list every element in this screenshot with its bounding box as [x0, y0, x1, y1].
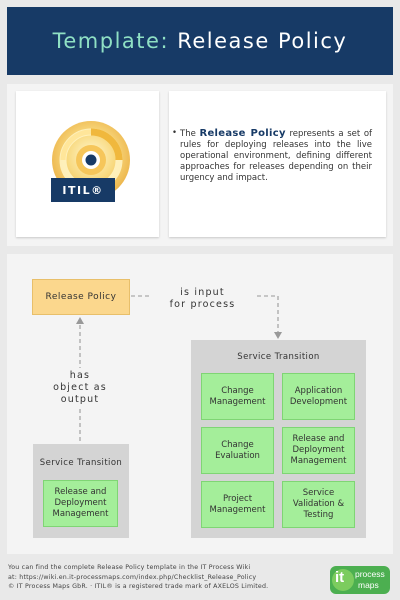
output-label-line-1: has [69, 370, 91, 381]
left-process-line-3: Management [52, 509, 109, 519]
page-header: Template: Release Policy [7, 7, 393, 75]
output-label-line-3: output [60, 394, 100, 405]
footer-line-1: You can find the complete Release Policy… [8, 564, 251, 571]
left-process-line-2: Deployment [54, 498, 107, 508]
description-bullet: • [172, 128, 178, 138]
process-label-line: Deployment [292, 445, 345, 455]
left-process-line-1: Release and [54, 487, 107, 497]
output-label-line-2: object as [53, 382, 107, 393]
page-title: Template: Release Policy [53, 29, 348, 53]
process-label-line: Release and [292, 434, 345, 444]
input-edge-label: is input for process [150, 287, 255, 311]
description-card [169, 91, 386, 237]
process-label-line: Validation & [292, 499, 345, 509]
process-label-line: Management [290, 456, 347, 466]
left-process-release-deployment[interactable]: Release and Deployment Management [43, 480, 118, 527]
brand-logo-icon [330, 566, 390, 594]
process-label-line: Project [222, 493, 253, 504]
footer-line-2[interactable]: at: https://wiki.en.it-processmaps.com/i… [8, 573, 257, 581]
input-label-line-2: for process [169, 299, 236, 310]
process-label-line: Change [221, 385, 254, 396]
release-policy-node[interactable]: Release Policy [32, 279, 130, 315]
title-prefix: Template: [52, 29, 170, 53]
description-intro: The [180, 129, 196, 139]
process-release-deployment[interactable]: Release and Deployment Management [282, 427, 355, 474]
description-highlight: Release Policy [199, 128, 286, 139]
process-service-validation-testing[interactable]: Service Validation & Testing [282, 481, 355, 528]
brand-word-2: maps [358, 580, 379, 590]
itil-badge: ITIL® [51, 178, 115, 202]
process-label-line: Testing [303, 510, 334, 520]
process-label-line: Evaluation [215, 450, 260, 461]
process-change-evaluation[interactable]: Change Evaluation [201, 427, 274, 474]
description-rest: represents a set of rules for deploying … [180, 129, 373, 183]
process-label-line: Management [209, 396, 266, 407]
output-edge-label: has object as output [40, 368, 120, 408]
brand-word-1: process [355, 569, 385, 579]
input-label-line-1: is input [180, 287, 225, 298]
itil-logo-card: ITIL® [16, 91, 159, 237]
brand-it: it [335, 569, 345, 586]
footer-line-3: © IT Process Maps GbR. · ITIL® is a regi… [8, 583, 269, 590]
process-label-line: Service [302, 488, 335, 498]
process-change-management[interactable]: Change Management [201, 373, 274, 420]
process-application-development[interactable]: Application Development [282, 373, 355, 420]
footer-text: You can find the complete Release Policy… [8, 563, 338, 592]
process-label-line: Management [209, 504, 266, 515]
description-text: • The Release Policy represents a set of… [172, 128, 373, 184]
process-label-line: Change [221, 439, 254, 450]
right-group-title: Service Transition [237, 352, 320, 362]
title-main: Release Policy [177, 29, 348, 53]
process-project-management[interactable]: Project Management [201, 481, 274, 528]
process-label-line: Application [294, 385, 343, 396]
process-label-line: Development [289, 396, 348, 407]
it-process-maps-logo[interactable]: it process maps [330, 566, 390, 594]
left-group-title: Service Transition [39, 458, 123, 468]
